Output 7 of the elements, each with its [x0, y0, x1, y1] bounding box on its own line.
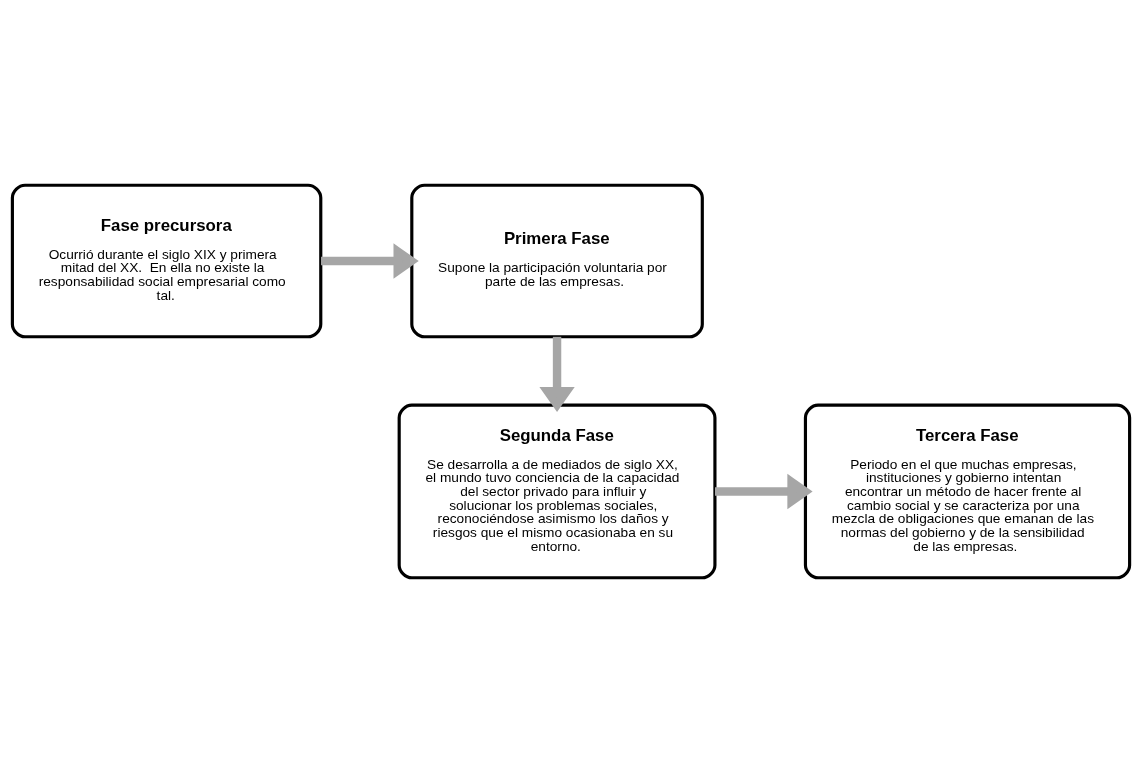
node-box: Segunda Fase Se desarrolla a de mediados de siglo XX, el mundo tuvo conciencia de la capacidad del sector privado para influir y solucionar los problemas sociales, reconociéndose asimismo los daños y riesgos que el mismo ocasionaba en su entorno. — [397, 403, 717, 580]
node-box: Fase precursora Ocurrió durante el siglo XIX y primera mitad del XX. En ella no existe la responsabilidad social empresarial como tal. — [10, 183, 323, 339]
arrow — [321, 243, 419, 279]
node-box: Tercera Fase Periodo en el que muchas empresas, instituciones y gobierno intentan encontrar un método de hacer frente al cambio social y se caracteriza por una mezcla de obligaciones que emanan de las normas del gobierno y de la sensibilidad de las empresas. — [803, 403, 1132, 580]
node-box: Primera Fase Supone la participación voluntaria por parte de las empresas. — [410, 183, 704, 339]
arrow — [715, 473, 813, 510]
arrow — [539, 336, 575, 413]
